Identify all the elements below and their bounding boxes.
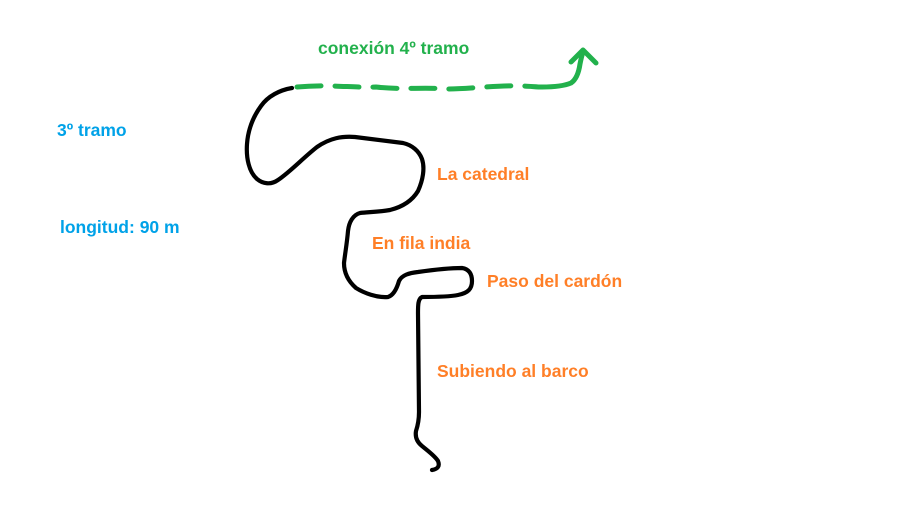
route-line [244, 85, 475, 473]
connection-arrow-stem [539, 49, 586, 90]
connection-label: conexión 4º tramo [318, 38, 470, 58]
waypoint-label-cardon-pass: Paso del cardón [487, 271, 623, 291]
length-label: longitud: 90 m [60, 217, 180, 237]
waypoint-label-single-file: En fila india [372, 233, 471, 253]
connection-dashed-line [294, 83, 545, 92]
connection-arrow-up-icon [568, 47, 599, 66]
waypoint-label-boat-climb: Subiendo al barco [437, 361, 589, 381]
section-label: 3º tramo [57, 120, 127, 140]
waypoint-label-cathedral: La catedral [437, 164, 530, 184]
